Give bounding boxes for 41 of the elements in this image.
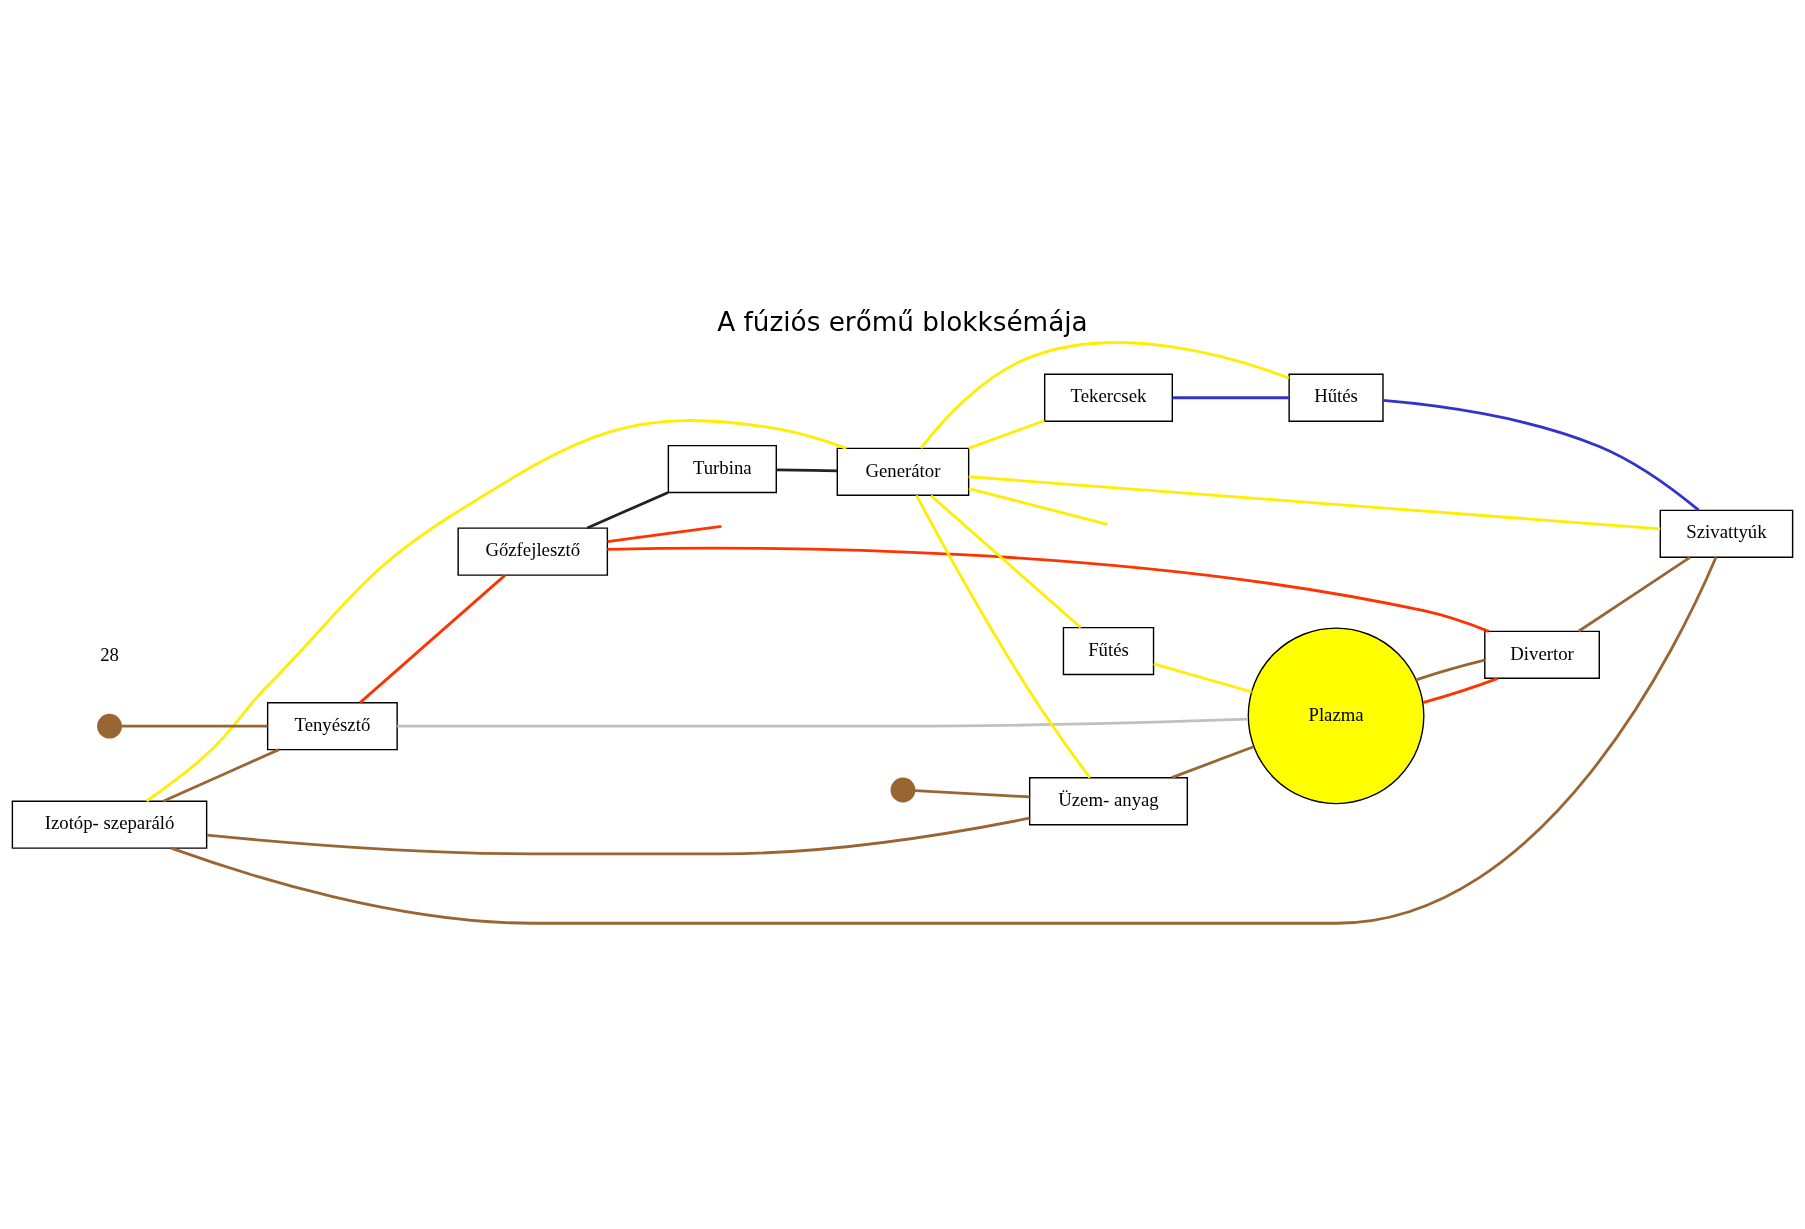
node-box: Gőzfejlesztő — [457, 527, 609, 576]
connector — [121, 724, 268, 728]
node-box: Üzem- anyag — [1028, 777, 1189, 826]
connector — [1577, 556, 1691, 633]
connector — [930, 494, 1082, 629]
connector — [919, 341, 1290, 450]
node-box: Tenyésztő — [266, 702, 398, 751]
connector — [1171, 745, 1255, 779]
connector — [1415, 658, 1486, 682]
node-box: Turbina — [667, 444, 777, 494]
connector — [1422, 677, 1499, 705]
node-box: Fűtés — [1062, 626, 1155, 676]
connector — [1172, 396, 1289, 400]
node-circle — [890, 777, 916, 803]
connector — [1153, 662, 1252, 694]
label: 28 — [100, 644, 119, 666]
node-box: Izotóp- szeparáló — [11, 800, 208, 849]
node-box: Tekercsek — [1043, 373, 1173, 422]
node-box: Divertor — [1484, 630, 1600, 679]
node-box: Generátor — [836, 447, 970, 497]
connector — [359, 574, 506, 704]
connector — [607, 546, 1490, 633]
connector — [1383, 399, 1700, 512]
connector — [206, 816, 1030, 856]
connector — [170, 556, 1718, 925]
diagram-title: A fúziós erőmű blokksémája — [717, 306, 1088, 337]
connector — [145, 419, 847, 803]
connector — [586, 491, 669, 530]
connector — [607, 524, 722, 544]
node-box: Hűtés — [1288, 373, 1384, 422]
connector — [968, 475, 1661, 531]
connector — [162, 748, 280, 803]
connector — [776, 468, 838, 473]
node-circle: Plazma — [1247, 627, 1425, 805]
connector — [397, 717, 1249, 728]
connector — [968, 419, 1045, 450]
node-box: Szivattyúk — [1659, 509, 1794, 558]
connector — [914, 789, 1030, 799]
connector — [968, 487, 1108, 526]
connector — [915, 494, 1091, 779]
node-circle — [97, 713, 122, 739]
